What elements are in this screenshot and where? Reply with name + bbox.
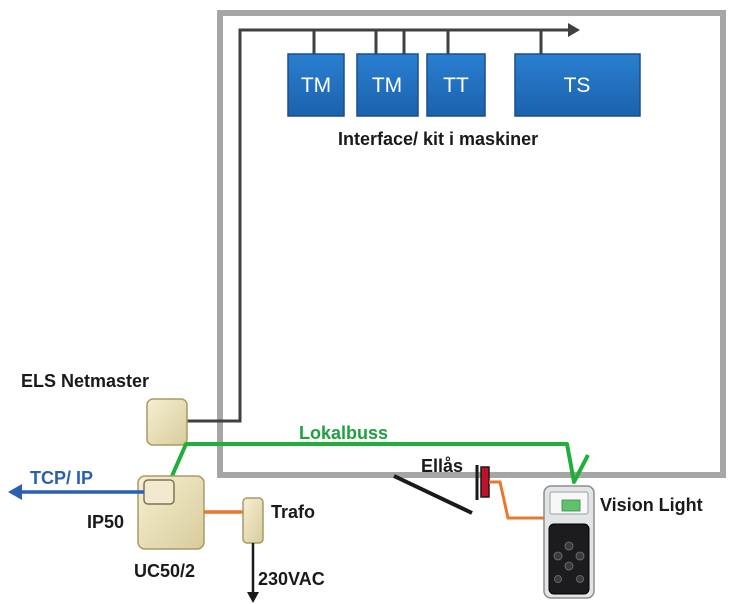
machine-frame (217, 10, 726, 478)
bus-line (187, 28, 572, 423)
lokalbuss-label: Lokalbuss (299, 423, 388, 443)
trafo-device (242, 497, 264, 544)
vision-light-label: Vision Light (600, 495, 703, 515)
lokalbuss-line (170, 442, 590, 484)
module-label: TM (301, 74, 331, 97)
ellas-switch (480, 466, 490, 498)
module-ts: TS (514, 53, 641, 117)
els-netmaster-label: ELS Netmaster (21, 371, 149, 391)
tcp-ip-label: TCP/ IP (30, 468, 93, 488)
interface-kit-label: Interface/ kit i maskiner (338, 129, 538, 149)
vac-label: 230VAC (258, 569, 325, 589)
vision-light-device (543, 485, 595, 599)
tcp-ip-arrow-head (8, 484, 22, 500)
ip50-module (143, 479, 175, 505)
module-label: TM (372, 74, 402, 97)
uc50-label: UC50/2 (134, 561, 195, 581)
module-tt: TT (426, 53, 486, 117)
ellas-wire (489, 480, 547, 520)
ellas-label: Ellås (421, 456, 463, 476)
trafo-label: Trafo (271, 502, 315, 522)
module-label: TS (564, 74, 591, 97)
module-tm-2: TM (356, 53, 419, 117)
ip50-label: IP50 (87, 512, 124, 532)
ellas-lever (393, 474, 473, 515)
module-tm-1: TM (287, 53, 345, 117)
els-netmaster-device (146, 398, 188, 446)
module-label: TT (443, 74, 469, 97)
bus-arrow-head (568, 23, 580, 37)
vac-arrow-head (247, 592, 259, 603)
